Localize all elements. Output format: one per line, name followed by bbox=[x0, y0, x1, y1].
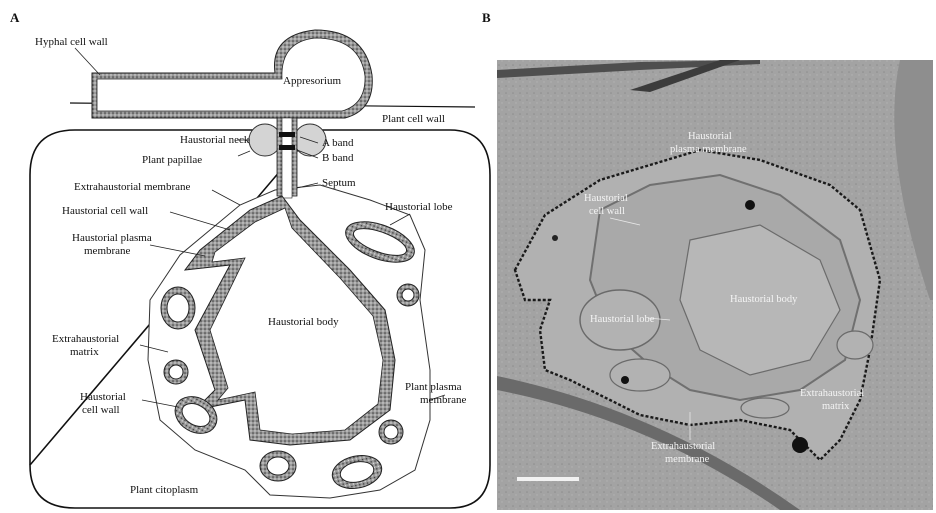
panel-b-letter: B bbox=[482, 10, 491, 25]
label-septum: Septum bbox=[322, 177, 356, 189]
em-label-haustorial-cell-wall-1: Haustorial bbox=[584, 193, 628, 204]
em-label-extrahaustorial-matrix-2: matrix bbox=[822, 401, 850, 412]
panel-a-letter: A bbox=[10, 10, 20, 25]
label-plant-papillae: Plant papillae bbox=[142, 154, 202, 166]
label-haustorial-cell-wall2-2: cell wall bbox=[82, 404, 120, 416]
label-extrahaustorial-matrix-2: matrix bbox=[70, 346, 99, 358]
label-haustorial-body: Haustorial body bbox=[268, 316, 339, 328]
em-label-extrahaustorial-membrane-2: membrane bbox=[665, 454, 710, 465]
label-plant-citoplasm: Plant citoplasm bbox=[130, 484, 199, 496]
label-haustorial-cell-wall: Haustorial cell wall bbox=[62, 205, 148, 217]
label-appresorium: Appresorium bbox=[283, 75, 341, 87]
panel-b-micrograph: Haustorial plasma membrane Haustorial ce… bbox=[497, 60, 936, 510]
label-haustorial-lobe: Haustorial lobe bbox=[385, 201, 453, 213]
em-label-haustorial-plasma-membrane-2: plasma membrane bbox=[670, 144, 747, 155]
em-label-haustorial-cell-wall-2: cell wall bbox=[589, 206, 625, 217]
label-plant-plasma-membrane-1: Plant plasma bbox=[405, 381, 462, 393]
scale-bar bbox=[517, 477, 579, 481]
em-label-extrahaustorial-matrix-1: Extrahaustorial bbox=[800, 388, 864, 399]
em-label-extrahaustorial-membrane-1: Extrahaustorial bbox=[651, 441, 715, 452]
label-haustorial-plasma-membrane-1: Haustorial plasma bbox=[72, 232, 152, 244]
b-band-mark bbox=[279, 145, 295, 150]
label-plant-plasma-membrane-2: membrane bbox=[420, 394, 467, 406]
em-label-haustorial-plasma-membrane-1: Haustorial bbox=[688, 131, 732, 142]
panel-a-diagram: Hyphal cell wall Appresorium Plant cell … bbox=[30, 30, 490, 508]
label-extrahaustorial-matrix-1: Extrahaustorial bbox=[52, 333, 119, 345]
label-haustorial-plasma-membrane-2: membrane bbox=[84, 245, 131, 257]
label-b-band: B band bbox=[322, 152, 354, 164]
label-plant-cell-wall: Plant cell wall bbox=[382, 113, 445, 125]
a-band-mark bbox=[279, 132, 295, 137]
label-haustorial-neck: Haustorial neck bbox=[180, 134, 250, 146]
label-extrahaustorial-membrane: Extrahaustorial membrane bbox=[74, 181, 190, 193]
label-haustorial-cell-wall2-1: Haustorial bbox=[80, 391, 126, 403]
label-a-band: A band bbox=[322, 137, 354, 149]
label-hyphal-cell-wall: Hyphal cell wall bbox=[35, 36, 108, 48]
em-label-haustorial-body: Haustorial body bbox=[730, 294, 798, 305]
em-label-haustorial-lobe: Haustorial lobe bbox=[590, 314, 655, 325]
plant-papilla-left bbox=[249, 124, 281, 156]
